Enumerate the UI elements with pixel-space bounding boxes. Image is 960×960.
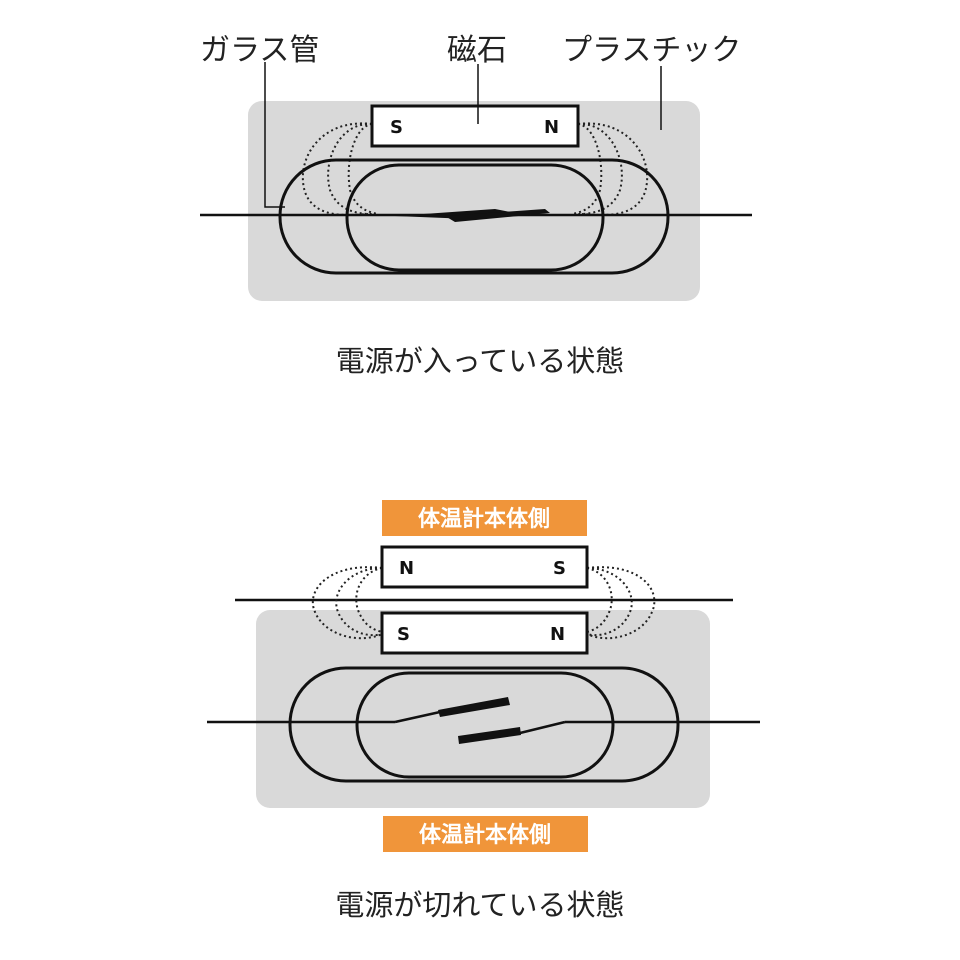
bottom-diagram: 体温計本体側 N S S N — [207, 500, 760, 922]
plastic-housing — [248, 101, 700, 301]
label-magnet: 磁石 — [447, 33, 507, 68]
lower-magnet-right-pole: N — [550, 624, 565, 645]
magnet-right-pole: N — [544, 117, 559, 138]
upper-magnet-left-pole: N — [399, 558, 414, 579]
top-diagram: S N ガラス管 磁石 プラスチック 電源が入っている状態 — [200, 33, 752, 378]
glass-tube-leader — [264, 62, 285, 208]
magnetic-field-lines-left — [301, 122, 379, 216]
glass-tube-outer — [278, 158, 670, 275]
magnetic-field-lines-right — [571, 122, 649, 216]
label-plastic: プラスチック — [562, 33, 741, 68]
upper-magnet-right-pole: S — [553, 558, 566, 579]
tag-thermometer-body-top — [382, 500, 587, 536]
magnet-upper — [380, 545, 589, 589]
glass-tube-inner-bottom — [355, 671, 615, 779]
caption-power-on: 電源が入っている状態 — [336, 344, 625, 378]
magnet-lower — [380, 611, 589, 655]
tag-top-text: 体温計本体側 — [418, 506, 550, 532]
field-lines-bottom-right — [586, 566, 656, 640]
reed-contacts-closed — [395, 209, 550, 222]
lower-magnet-left-pole: S — [397, 624, 410, 645]
caption-power-off: 電源が切れている状態 — [335, 888, 624, 922]
tag-bottom-text: 体温計本体側 — [419, 822, 551, 848]
tag-thermometer-body-bottom — [383, 816, 588, 852]
field-lines-bottom-left — [311, 566, 383, 640]
glass-tube-inner — [345, 163, 605, 272]
label-glass-tube: ガラス管 — [200, 33, 319, 68]
reed-contacts-open — [357, 697, 612, 744]
magnet-left-pole: S — [390, 117, 403, 138]
magnet-top — [370, 104, 580, 148]
